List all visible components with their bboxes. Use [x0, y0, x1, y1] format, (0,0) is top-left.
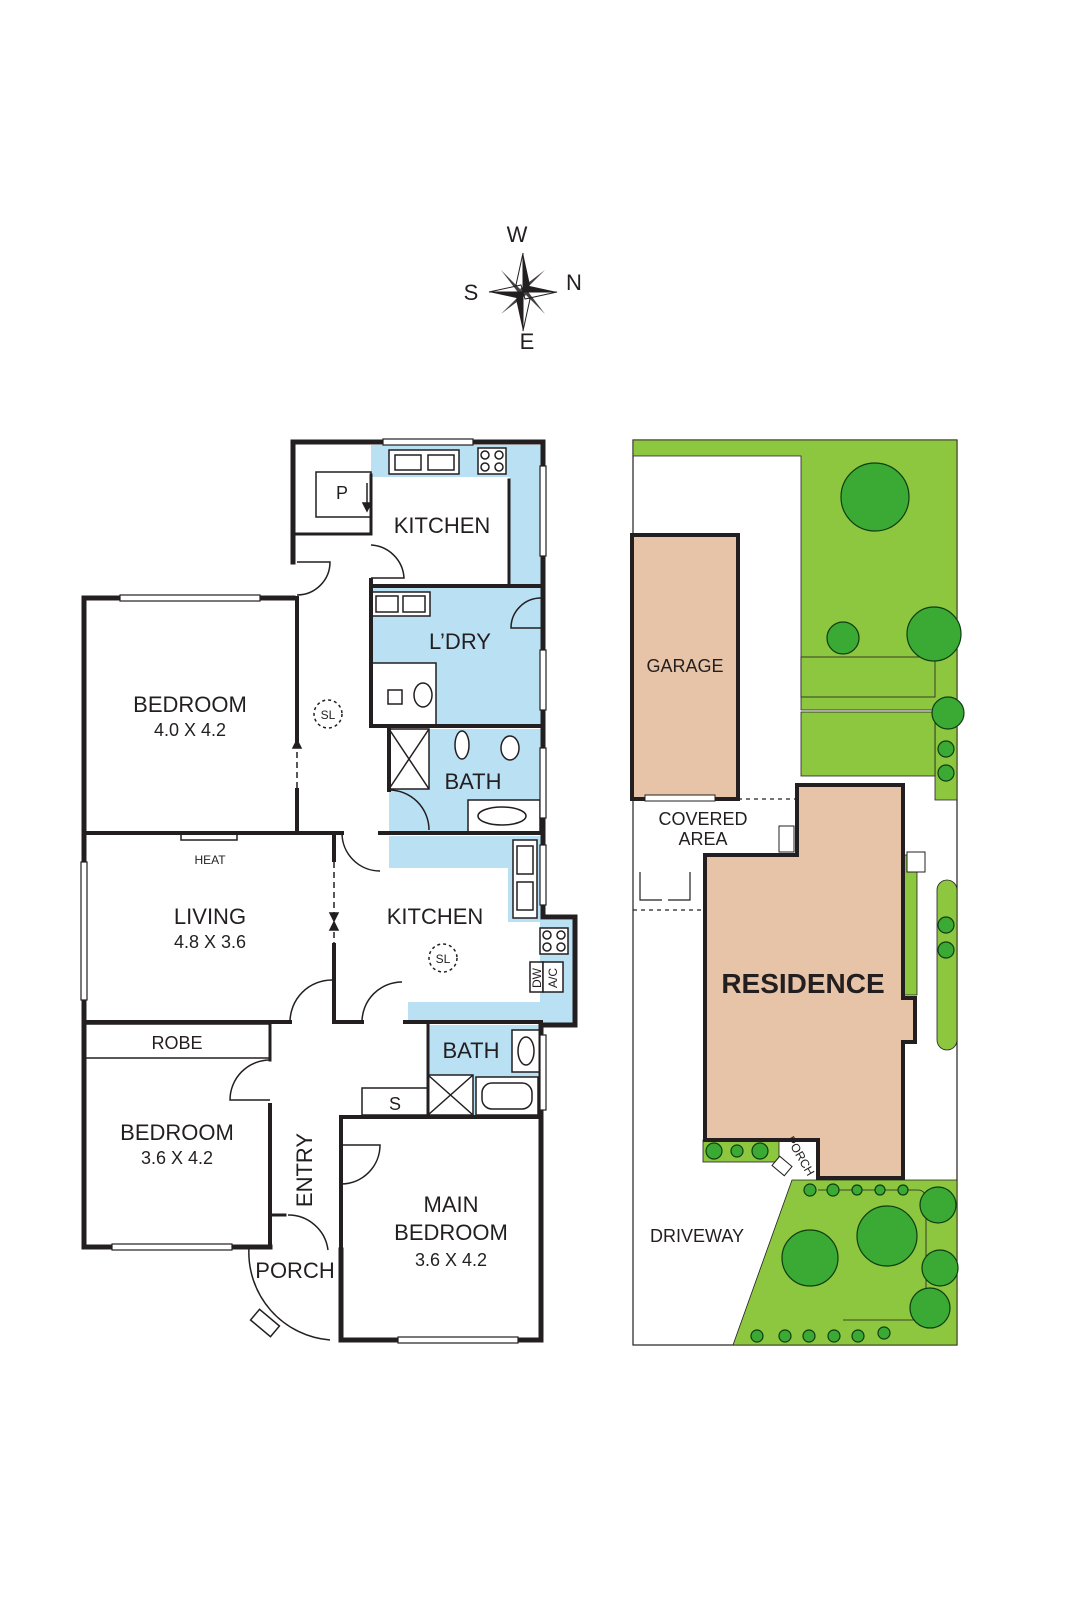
toilet-icon [500, 735, 520, 761]
site-label-garage: GARAGE [646, 656, 723, 676]
skylight-label-hall: SL [321, 708, 336, 722]
room-label-entry: ENTRY [292, 1133, 317, 1207]
compass-south-label: S [464, 280, 479, 305]
room-label-kitchen-main: KITCHEN [387, 904, 484, 929]
room-label-living: LIVING [174, 904, 246, 929]
aircon-label: A/C [546, 968, 560, 988]
aircon-icon [542, 961, 564, 993]
room-label-kitchen-upper: KITCHEN [394, 513, 491, 538]
covered-area-outline [633, 798, 797, 911]
site-plan [630, 439, 965, 1346]
site-label-driveway: DRIVEWAY [650, 1226, 744, 1246]
site-label-covered-area-line2: AREA [678, 829, 727, 849]
skylight-kitchen-icon [428, 943, 458, 973]
room-label-bath-lower: BATH [442, 1038, 499, 1063]
skylight-label-kitchen: SL [436, 952, 451, 966]
room-label-storage: S [389, 1094, 401, 1114]
compass-east-label: E [520, 329, 535, 354]
room-label-bath-upper: BATH [444, 769, 501, 794]
room-size-main-bedroom: 3.6 X 4.2 [415, 1250, 487, 1270]
garage-building [630, 533, 740, 801]
residence-step [778, 825, 795, 853]
room-label-main-bedroom-line1: MAIN [424, 1192, 479, 1217]
room-label-pantry: P [336, 483, 348, 503]
compass-north-label: N [566, 270, 582, 295]
walls [81, 439, 578, 1343]
room-label-robe: ROBE [151, 1033, 202, 1053]
room-size-living: 4.8 X 3.6 [174, 932, 246, 952]
room-label-bedroom-1: BEDROOM [133, 692, 247, 717]
room-label-porch: PORCH [255, 1258, 334, 1283]
room-label-main-bedroom-line2: BEDROOM [394, 1220, 508, 1245]
doors [229, 544, 542, 1341]
site-label-covered-area-line1: COVERED [658, 809, 747, 829]
arrows [291, 483, 373, 943]
floor-plan [80, 438, 578, 1344]
dishwasher-label: DW [530, 967, 544, 988]
vanity-basin-icon [454, 730, 470, 760]
windows [80, 438, 547, 1344]
room-size-bedroom-1: 4.0 X 4.2 [154, 720, 226, 740]
site-porch-step [771, 1155, 793, 1177]
robe-cupboard [84, 1023, 271, 1059]
porch-step [249, 1308, 281, 1338]
residence-side-step [906, 851, 926, 873]
room-size-bedroom-2: 3.6 X 4.2 [141, 1148, 213, 1168]
toilet-icon [413, 682, 433, 708]
room-label-laundry: L’DRY [429, 629, 491, 654]
residence-building [703, 783, 917, 1180]
tree-icons [705, 462, 965, 1343]
heater-label: HEAT [194, 853, 226, 867]
covered-area-door-icon [639, 872, 691, 901]
room-label-bedroom-2: BEDROOM [120, 1120, 234, 1145]
compass-west-label: W [507, 222, 528, 247]
compass-rose-icon [488, 252, 558, 332]
fixtures [84, 447, 569, 1116]
garage-door [644, 794, 716, 802]
skylight-hall-icon [313, 699, 343, 729]
site-label-residence: RESIDENCE [721, 968, 884, 999]
basin-icon [387, 689, 403, 705]
